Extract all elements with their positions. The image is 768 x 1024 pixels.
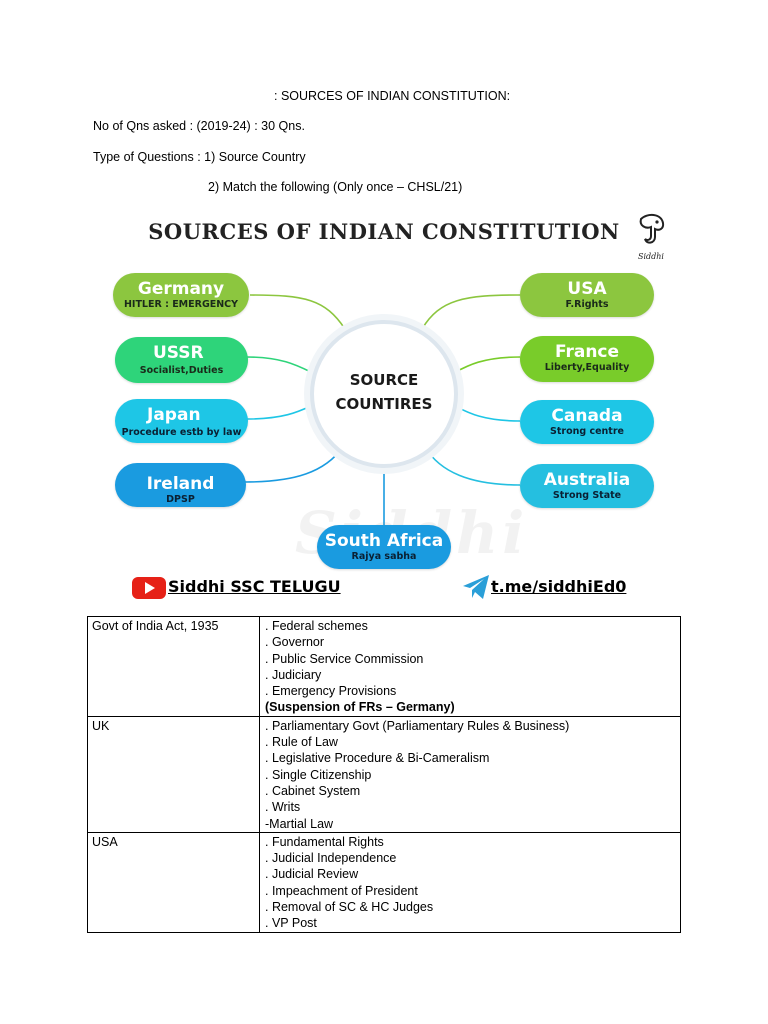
country-france: France Liberty,Equality (520, 336, 654, 382)
list-item: . Single Citizenship (265, 767, 676, 783)
question-type-text: Type of Questions : 1) Source Country (93, 150, 306, 164)
country-detail: Rajya sabha (317, 551, 451, 563)
list-item: . Removal of SC & HC Judges (265, 899, 676, 915)
sources-infographic: Siddhi SOURCES OF INDIAN CONSTITUTION Si… (95, 207, 673, 572)
youtube-link[interactable]: Siddhi SSC TELUGU (168, 577, 341, 596)
list-item: -Martial Law (265, 816, 676, 832)
source-cell: USA (88, 832, 260, 932)
doc-title: : SOURCES OF INDIAN CONSTITUTION: (274, 89, 510, 103)
list-item: . Emergency Provisions (265, 683, 676, 699)
telegram-link[interactable]: t.me/siddhiEd0 (491, 577, 626, 596)
country-name: Canada (520, 400, 654, 426)
country-germany: Germany HITLER : EMERGENCY (113, 273, 249, 317)
list-item: . Rule of Law (265, 734, 676, 750)
features-cell: . Federal schemes . Governor . Public Se… (260, 617, 681, 717)
list-item: . Fundamental Rights (265, 834, 676, 850)
list-item: . Parliamentary Govt (Parliamentary Rule… (265, 718, 676, 734)
source-cell: Govt of India Act, 1935 (88, 617, 260, 717)
question-type-text-2: 2) Match the following (Only once – CHSL… (208, 180, 462, 194)
country-usa: USA F.Rights (520, 273, 654, 317)
list-item: . Cabinet System (265, 783, 676, 799)
country-south-africa: South Africa Rajya sabha (317, 525, 451, 569)
list-item: . Federal schemes (265, 618, 676, 634)
list-item: . Public Service Commission (265, 651, 676, 667)
country-name: USA (520, 273, 654, 299)
list-item: . Governor (265, 634, 676, 650)
youtube-icon (132, 576, 166, 600)
country-japan: Japan Procedure estb by law (115, 399, 248, 443)
country-detail: F.Rights (520, 299, 654, 311)
table-row: Govt of India Act, 1935 . Federal scheme… (88, 617, 681, 717)
features-cell: . Parliamentary Govt (Parliamentary Rule… (260, 716, 681, 832)
list-item: . Impeachment of President (265, 883, 676, 899)
list-item: . Judiciary (265, 667, 676, 683)
qns-asked-text: No of Qns asked : (2019-24) : 30 Qns. (93, 119, 305, 133)
country-detail: Strong State (520, 490, 654, 502)
source-cell: UK (88, 716, 260, 832)
country-australia: Australia Strong State (520, 464, 654, 508)
list-item: . Writs (265, 799, 676, 815)
list-item: . Judicial Review (265, 866, 676, 882)
country-name: Germany (113, 273, 249, 299)
list-item: . VP Post (265, 915, 676, 931)
elephant-icon (633, 213, 669, 247)
telegram-icon (462, 574, 490, 600)
country-detail: Socialist,Duties (115, 363, 248, 377)
logo-text: Siddhi (633, 252, 669, 261)
country-detail: Liberty,Equality (520, 362, 654, 374)
features-cell: . Fundamental Rights . Judicial Independ… (260, 832, 681, 932)
country-name: USSR (115, 337, 248, 363)
country-name: Japan (115, 399, 248, 425)
country-ussr: USSR Socialist,Duties (115, 337, 248, 383)
infographic-title: SOURCES OF INDIAN CONSTITUTION (95, 219, 673, 244)
list-item: . Legislative Procedure & Bi-Cameralism (265, 750, 676, 766)
country-ireland: Ireland DPSP (115, 463, 246, 507)
center-label-1: SOURCE (314, 371, 454, 389)
table-row: USA . Fundamental Rights . Judicial Inde… (88, 832, 681, 932)
country-name: Australia (520, 464, 654, 490)
sources-table: Govt of India Act, 1935 . Federal scheme… (87, 616, 681, 933)
country-detail: Procedure estb by law (115, 425, 248, 439)
country-canada: Canada Strong centre (520, 400, 654, 444)
country-name: France (520, 336, 654, 362)
country-detail: Strong centre (520, 426, 654, 438)
list-note: (Suspension of FRs – Germany) (265, 699, 676, 715)
table-row: UK . Parliamentary Govt (Parliamentary R… (88, 716, 681, 832)
center-label-2: COUNTIRES (314, 395, 454, 413)
social-links: Siddhi SSC TELUGU t.me/siddhiEd0 (0, 574, 768, 602)
siddhi-logo: Siddhi (633, 213, 669, 259)
country-name: South Africa (317, 525, 451, 551)
country-detail: HITLER : EMERGENCY (113, 299, 249, 311)
list-item: . Judicial Independence (265, 850, 676, 866)
center-circle: SOURCE COUNTIRES (310, 320, 458, 468)
country-detail: DPSP (115, 494, 246, 506)
country-name: Ireland (115, 463, 246, 494)
